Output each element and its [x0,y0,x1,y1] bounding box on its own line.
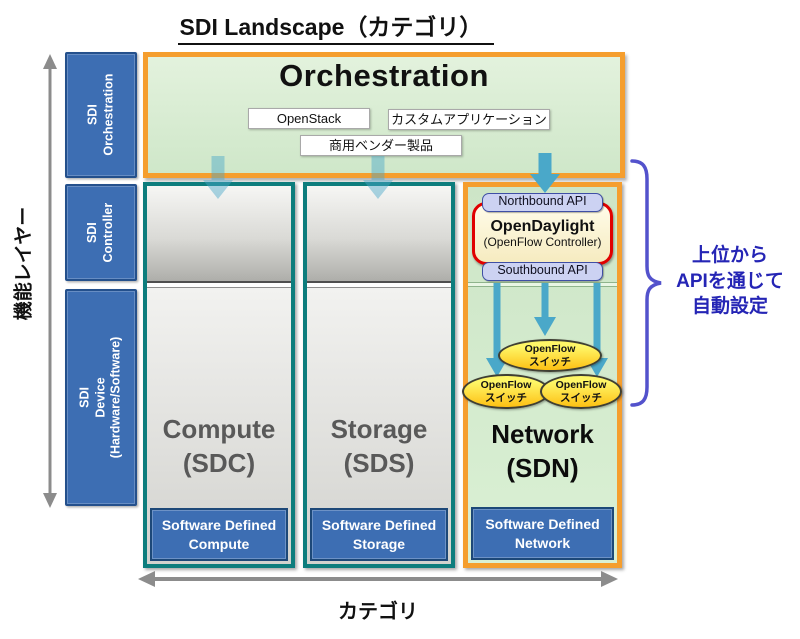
openflow-switch: OpenFlow スイッチ [498,339,602,372]
layer-label: SDI Device (Hardware/Software) [77,336,123,459]
category-axis-arrow [138,571,618,587]
footer-software-defined-storage: Software Defined Storage [310,508,448,561]
page-title: SDI Landscape（カテゴリ） [158,8,514,45]
category-label: カテゴリ [338,601,418,623]
functional-layer-axis-arrow [43,54,57,508]
orchestration-title: Orchestration [279,58,489,93]
column-compute: Compute (SDC) Software Defined Compute [143,182,295,568]
storage-controller-section [307,186,451,283]
api-annotation: 上位から APIを通じて 自動設定 [676,245,784,318]
network-layer-divider [468,282,617,287]
layer-sdi-orchestration: SDI Orchestration [65,52,137,178]
item-openstack: OpenStack [248,108,370,129]
item-custom-application: カスタムアプリケーション [388,109,550,130]
storage-label: Storage (SDS) [330,414,428,478]
item-vendor-product: 商用ベンダー製品 [300,135,462,156]
layer-label: SDI Controller [85,202,115,263]
northbound-api-box: Northbound API [482,193,603,212]
orchestration-panel: Orchestration OpenStack カスタムアプリケーション 商用ベ… [143,52,625,178]
footer-software-defined-network: Software Defined Network [471,507,614,560]
layer-sdi-controller: SDI Controller [65,184,137,281]
footer-software-defined-compute: Software Defined Compute [150,508,288,561]
opendaylight-name: OpenDaylight [490,217,595,235]
column-storage: Storage (SDS) Software Defined Storage [303,182,455,568]
layer-sdi-device: SDI Device (Hardware/Software) [65,289,137,506]
compute-label: Compute (SDC) [162,414,276,478]
southbound-api-box: Southbound API [482,262,603,281]
layer-label: SDI Orchestration [85,74,115,156]
network-label: Network (SDN) [491,419,594,483]
opendaylight-subtitle: (OpenFlow Controller) [483,235,602,250]
functional-layer-label: 機能レイヤー [13,206,35,321]
page-title-text: SDI Landscape（カテゴリ） [177,14,495,45]
api-brace [630,159,662,407]
compute-controller-section [147,186,291,283]
openflow-switch: OpenFlow スイッチ [540,374,622,409]
openflow-switch: OpenFlow スイッチ [462,374,550,409]
